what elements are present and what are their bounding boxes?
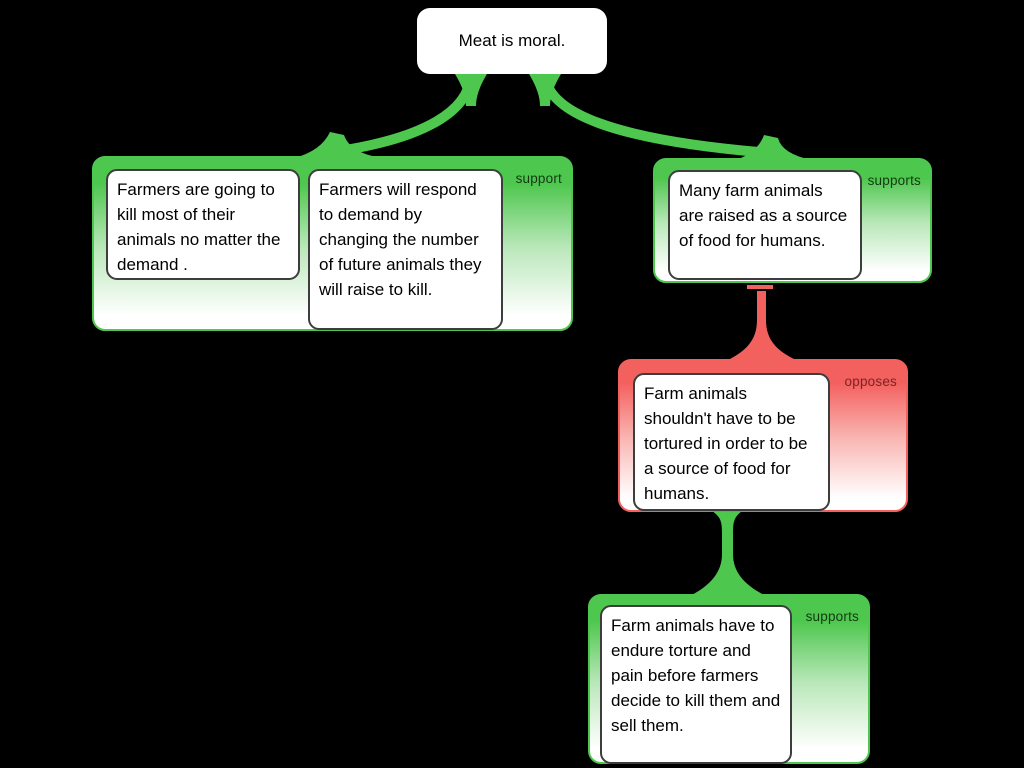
connector-root-flare [529, 74, 561, 106]
relation-label: supports [867, 173, 921, 188]
connector-root-to-support-left [294, 74, 487, 158]
connector-curve [332, 75, 476, 157]
root-claim-node[interactable]: Meat is moral. [417, 8, 607, 74]
claim-box[interactable]: Farm animals have to endure torture and … [600, 605, 792, 764]
claim-text: Farm animals have to endure torture and … [611, 616, 781, 735]
connector-opposes-to-supports-bottom [690, 511, 766, 596]
claim-text: Many farm animals are raised as a source… [679, 181, 848, 250]
group-supports-bottom: supports Farm animals have to endure tor… [588, 594, 870, 764]
claim-box[interactable]: Farmers are going to kill most of their … [106, 169, 300, 280]
connector-opposes [728, 285, 796, 360]
connector-box-flare [294, 132, 382, 158]
group-support-left: support Farmers are going to kill most o… [92, 156, 573, 331]
claim-text: Farm animals shouldn't have to be tortur… [644, 384, 808, 503]
group-opposes: opposes Farm animals shouldn't have to b… [618, 359, 908, 512]
connector-curve [540, 75, 771, 158]
claim-box[interactable]: Farm animals shouldn't have to be tortur… [633, 373, 830, 511]
oppose-crossbar [747, 285, 773, 289]
claim-box[interactable]: Many farm animals are raised as a source… [668, 170, 862, 280]
connector-root-flare [455, 74, 487, 106]
relation-label: support [515, 171, 562, 186]
connector-box-flare [736, 135, 812, 160]
claim-text: Farmers will respond to demand by changi… [319, 180, 482, 299]
relation-label: supports [805, 609, 859, 624]
connector-stem [690, 511, 766, 596]
claim-text: Farmers are going to kill most of their … [117, 180, 281, 274]
connector-stem [728, 291, 796, 360]
relation-label: opposes [844, 374, 897, 389]
claim-box[interactable]: Farmers will respond to demand by changi… [308, 169, 503, 330]
group-supports-right: supports Many farm animals are raised as… [653, 158, 932, 283]
root-claim-text: Meat is moral. [458, 31, 566, 50]
connector-root-to-supports-right [529, 74, 812, 160]
